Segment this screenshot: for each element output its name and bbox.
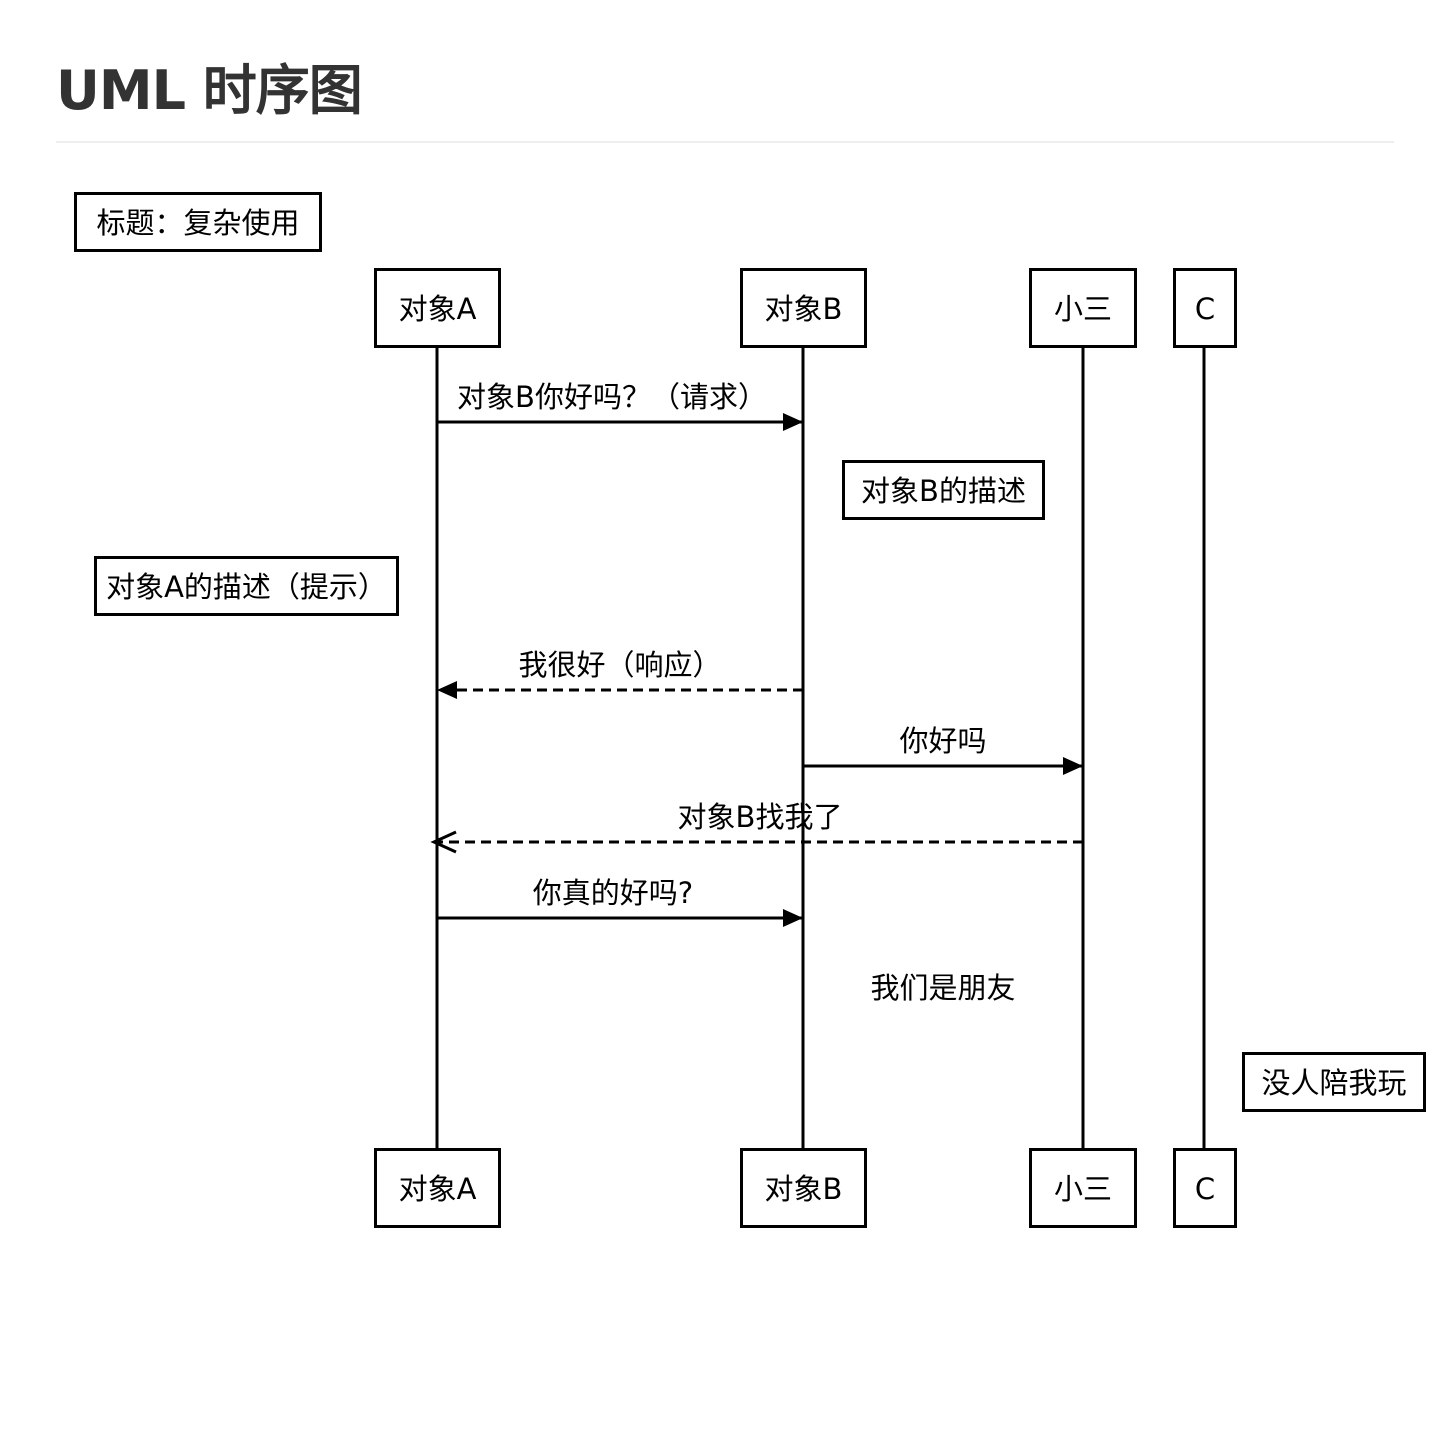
message-label: 你真的好吗? [533,876,693,910]
message-label: 你好吗 [899,724,986,758]
note-text: 没人陪我玩 [1261,1066,1406,1100]
note-nobody-plays: 没人陪我玩 [1242,1052,1426,1112]
title-divider [56,141,1394,143]
participant-xiaosan-bottom: 小三 [1029,1148,1137,1228]
participant-label: C [1195,292,1215,326]
participant-xiaosan-top: 小三 [1029,268,1137,348]
note-object-a-description: 对象A的描述（提示） [94,556,399,616]
participant-c-top: C [1173,268,1237,348]
diagram-title-text: 标题：复杂使用 [96,206,299,240]
participant-label: 对象A [399,292,477,326]
message-a-to-b-followup: 你真的好吗? [437,876,803,927]
note-object-b-description: 对象B的描述 [842,460,1045,520]
message-label: 我很好（响应） [518,648,721,682]
participant-label: C [1195,1172,1215,1206]
note-text: 对象B的描述 [861,474,1026,508]
participant-object-b-top: 对象B [740,268,867,348]
participant-c-bottom: C [1173,1148,1237,1228]
participant-object-a-bottom: 对象A [374,1148,501,1228]
message-a-to-b-request: 对象B你好吗？（请求） [437,380,803,431]
message-label: 对象B找我了 [678,800,843,834]
participant-label: 小三 [1054,292,1112,326]
note-we-are-friends: 我们是朋友 [870,971,1015,1005]
participant-object-b-bottom: 对象B [740,1148,867,1228]
diagram-title: 标题：复杂使用 [74,192,322,252]
participant-label: 对象A [399,1172,477,1206]
participant-label: 对象B [765,1172,843,1206]
message-label: 对象B你好吗？（请求） [457,380,767,414]
page-title: UML 时序图 [56,59,363,122]
participant-label: 小三 [1054,1172,1112,1206]
message-b-to-xiaosan: 你好吗 [803,724,1083,775]
message-b-to-a-response: 我很好（响应） [437,648,803,699]
note-text: 对象A的描述（提示） [106,570,387,604]
message-xiaosan-to-a: 对象B找我了 [430,800,1083,854]
participant-label: 对象B [765,292,843,326]
participant-object-a-top: 对象A [374,268,501,348]
